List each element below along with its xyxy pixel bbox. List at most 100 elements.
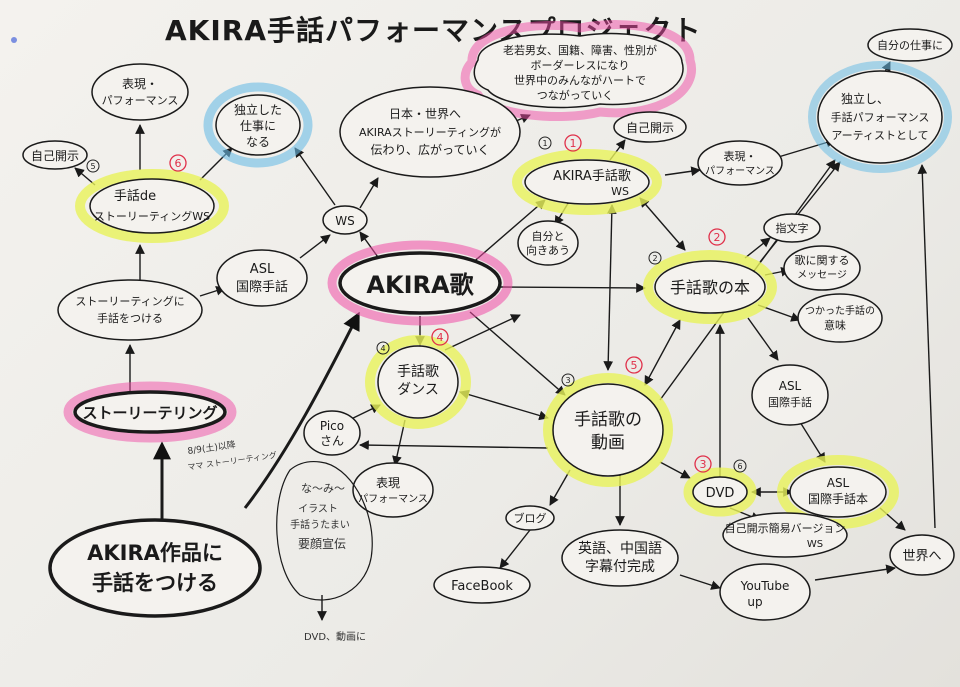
edge-sakuhin-to-akirauta — [243, 311, 360, 509]
label-video-2: 動画 — [591, 433, 625, 453]
label-akira-uta: AKIRA歌 — [366, 271, 474, 299]
label-eigo-1: 英語、中国語 — [578, 540, 662, 557]
node-shapes — [22, 28, 955, 621]
label-dvd: DVD — [706, 486, 735, 501]
node-shape-jiko-ws — [722, 512, 848, 558]
label-dokuritsu-artist-2: 手話パフォーマンス — [831, 110, 930, 124]
red-num-1: 1 — [570, 137, 577, 150]
label-youtube-2: up — [747, 595, 762, 609]
label-asl-left-2: 国際手話 — [236, 279, 288, 295]
node-shape-jiko-top — [613, 111, 687, 143]
edge-ws2-to-hyogen — [664, 166, 701, 177]
node-shape-book — [654, 260, 766, 314]
label-jibun-to-1: 自分と — [532, 230, 565, 243]
label-tsukatta-2: 意味 — [824, 318, 846, 332]
label-sakuhin-2: 手話をつける — [92, 571, 218, 595]
label-dokuritsu-artist-1: 独立し、 — [841, 91, 889, 106]
node-shape-hyogen-left — [91, 63, 189, 121]
label-sekai: 世界へ — [902, 549, 941, 564]
node-shape-facebook — [433, 566, 531, 604]
label-nihon-2: AKIRAストーリーティングが — [359, 125, 501, 139]
node-shape-tsukatta — [797, 293, 883, 343]
label-shuwa-de-2: ストーリーティングWS — [94, 209, 210, 223]
label-illust-4: 要顔宣伝 — [298, 536, 346, 551]
label-ws-small: WS — [335, 214, 354, 228]
node-shape-asl-book — [789, 466, 887, 518]
node-shape-jibun-shigoto — [867, 28, 953, 62]
label-dokuritsu-2: 仕事に — [240, 119, 276, 133]
node-shape-jibun-to — [517, 220, 579, 266]
label-eigo-2: 字幕付完成 — [585, 559, 655, 575]
side-note: 8/9(土)以降 ママ ストーリーティング — [187, 438, 278, 472]
node-shape-ws — [322, 205, 368, 235]
node-shape-dokuritsu — [215, 94, 301, 156]
edge-video-to-dvd — [659, 461, 691, 479]
black-number-labels: 5 1 2 4 3 6 — [90, 139, 742, 471]
edge-ws2-to-video — [603, 204, 617, 371]
label-asl-book-2: 国際手話本 — [808, 491, 868, 506]
label-dokuritsu-3: なる — [246, 135, 270, 149]
node-shape-illust — [276, 460, 373, 601]
label-hyogen-left-2: パフォーマンス — [102, 94, 179, 107]
blk-num-6: 6 — [737, 462, 742, 471]
node-shape-pico — [303, 410, 361, 456]
label-video-1: 手話歌の — [574, 410, 642, 430]
label-tsukatta-1: つかった手話の — [805, 304, 875, 317]
label-blog: ブログ — [514, 511, 547, 525]
node-shape-akira-uta — [338, 251, 502, 315]
edge-asl-to-aslbook — [799, 421, 826, 463]
edge-ws-to-nihon — [359, 177, 379, 209]
label-hyogen-bottom-1: 表現 — [376, 476, 400, 490]
node-shape-blog — [505, 505, 555, 531]
edge-ws2-to-book — [639, 197, 686, 251]
edge-akirauta-to-ws — [359, 231, 381, 261]
label-youtube-1: YouTube — [740, 579, 790, 593]
label-illust-2: イラスト — [298, 503, 338, 515]
blue-dot — [11, 37, 17, 43]
node-shape-dance — [377, 345, 459, 419]
node-shape-eigo — [561, 529, 679, 587]
blk-num-3: 3 — [565, 376, 570, 385]
red-numbers — [169, 134, 726, 473]
node-shape-hyogen-right — [697, 140, 783, 186]
node-shape-message — [783, 245, 861, 291]
node-shape-story-shuwa — [57, 279, 203, 341]
blk-num-2: 2 — [652, 254, 657, 263]
label-cloud-1: 老若男女、国籍、障害、性別が — [503, 43, 657, 57]
edge-video-to-blog — [549, 469, 571, 506]
label-asl-left-1: ASL — [250, 262, 275, 277]
node-shape-dokuritsu-artist — [817, 70, 943, 164]
node-labels: AKIRA歌 ストーリーテリング AKIRA作品に 手話をつける ストーリーティ… — [31, 39, 943, 643]
label-facebook: FaceBook — [451, 579, 513, 594]
label-dance-2: ダンス — [397, 382, 439, 398]
node-shape-storytelling — [73, 390, 227, 434]
label-pico-1: Pico — [320, 419, 344, 433]
label-illust-3: 手話うたまい — [290, 518, 350, 531]
edge-shuwade-to-jiko — [74, 167, 96, 186]
label-storytelling: ストーリーテリング — [82, 404, 217, 422]
label-book: 手話歌の本 — [670, 278, 750, 297]
label-nihon-1: 日本・世界へ — [389, 107, 461, 121]
label-message-1: 歌に関する — [795, 253, 850, 267]
node-shape-youtube — [719, 563, 811, 621]
edge-akirauta-to-book — [499, 283, 646, 293]
label-hyogen-right-1: 表現・ — [724, 149, 757, 163]
blk-num-4: 4 — [380, 344, 385, 353]
label-yubimoji: 指文字 — [776, 221, 809, 235]
red-num-6: 6 — [175, 157, 182, 170]
edge-sekai-to-dokuritsu — [917, 164, 936, 529]
node-shape-ws2 — [524, 159, 650, 205]
label-hyogen-right-2: パフォーマンス — [705, 165, 775, 177]
edge-video-to-pico — [359, 440, 549, 451]
red-num-4: 4 — [437, 331, 444, 344]
node-shape-dvd — [692, 476, 748, 508]
label-dance-1: 手話歌 — [397, 363, 439, 380]
node-shape-asl-right — [751, 364, 829, 426]
label-jibun-to-2: 向きあう — [526, 243, 570, 257]
black-numbers — [86, 136, 747, 473]
edge-blog-to-facebook — [499, 529, 531, 569]
blk-num-5: 5 — [90, 162, 95, 171]
label-jiko-left: 自己開示 — [31, 149, 79, 163]
node-shape-nihon — [339, 86, 521, 178]
